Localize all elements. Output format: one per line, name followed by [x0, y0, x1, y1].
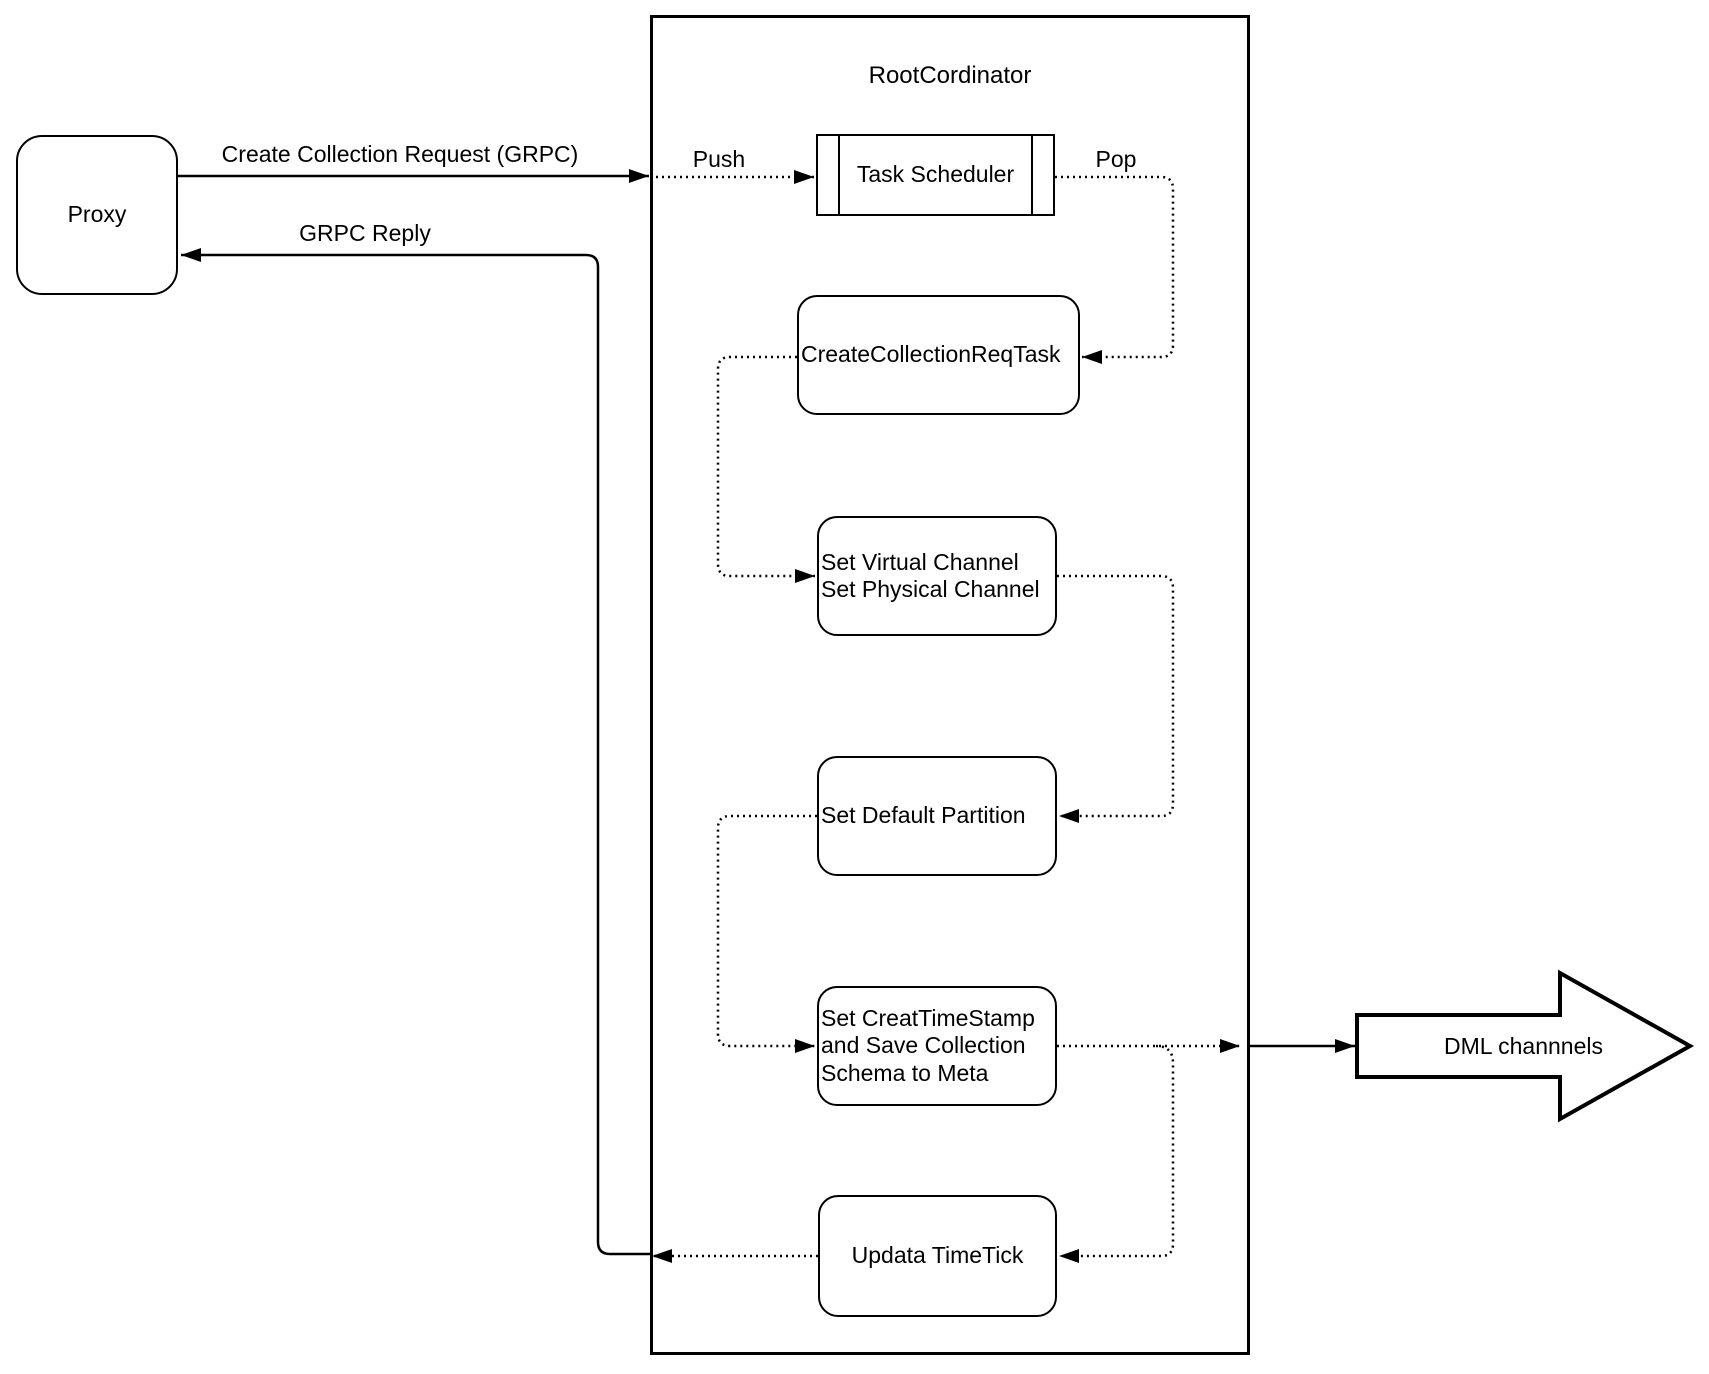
task-scheduler-right-bar [1031, 136, 1033, 214]
set-channels-label: Set Virtual Channel Set Physical Channel [821, 548, 1040, 602]
dml-channels-arrow-shape [1355, 969, 1695, 1123]
task-scheduler-label: Task Scheduler [856, 161, 1015, 188]
task-scheduler-left-bar [838, 136, 840, 214]
root-coordinator-container [650, 15, 1250, 1355]
push-label: Push [692, 146, 746, 172]
edge-reqtask-to-setchannels [716, 355, 815, 583]
edge-branch-to-timetick [1059, 1044, 1175, 1263]
set-default-partition-node: Set Default Partition [817, 756, 1057, 876]
task-scheduler-node: Task Scheduler [816, 134, 1055, 216]
edge-partition-to-timestamp [716, 814, 817, 1053]
root-coordinator-title: RootCordinator [868, 62, 1032, 89]
set-channels-node: Set Virtual Channel Set Physical Channel [817, 516, 1057, 636]
edge-setchannels-to-partition [1057, 574, 1175, 823]
dml-channels-label: DML channnels [1444, 1032, 1603, 1059]
update-timetick-label: Updata TimeTick [851, 1242, 1024, 1269]
create-collection-req-task-label: CreateCollectionReqTask [801, 341, 1061, 368]
edge-pop [1055, 175, 1175, 364]
update-timetick-node: Updata TimeTick [818, 1195, 1057, 1317]
proxy-label: Proxy [67, 201, 127, 228]
create-collection-req-task-node: CreateCollectionReqTask [797, 295, 1080, 415]
create-collection-request-label: Create Collection Request (GRPC) [221, 141, 579, 167]
grpc-reply-label: GRPC Reply [299, 220, 431, 246]
proxy-node: Proxy [16, 135, 178, 295]
pop-label: Pop [1095, 146, 1137, 172]
set-timestamp-node: Set CreatTimeStamp and Save Collection S… [817, 986, 1057, 1106]
set-timestamp-label: Set CreatTimeStamp and Save Collection S… [821, 1005, 1035, 1086]
edge-grpc-reply [181, 248, 651, 1256]
set-default-partition-label: Set Default Partition [821, 802, 1026, 829]
